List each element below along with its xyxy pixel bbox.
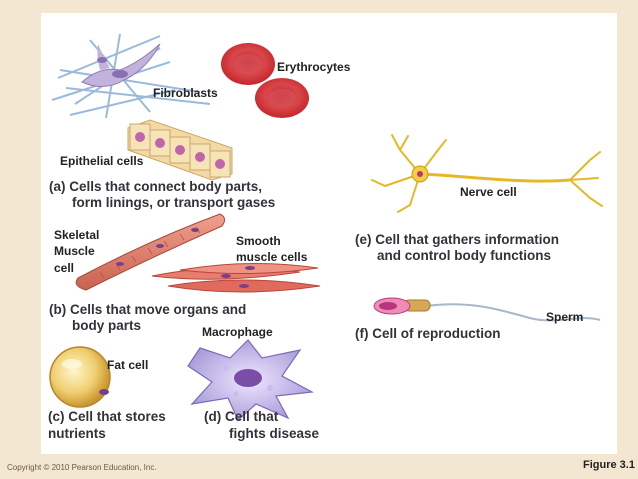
caption-a-line2: form linings, or transport gases	[72, 195, 276, 210]
macrophage-label: Macrophage	[202, 325, 273, 339]
fat-cell-label: Fat cell	[107, 358, 149, 372]
skeletal-muscle-label-line3: cell	[54, 261, 75, 275]
nerve-cell-illustration	[371, 134, 603, 213]
smooth-muscle-illustration	[151, 262, 321, 293]
erythrocytes-illustration	[221, 43, 309, 118]
sperm-label: Sperm	[546, 310, 584, 324]
figure-panel	[41, 13, 617, 454]
macrophage-illustration	[187, 339, 314, 421]
skeletal-muscle-illustration	[75, 213, 226, 291]
skeletal-muscle-label-line1: Skeletal	[54, 228, 100, 242]
fat-cell-illustration	[49, 346, 111, 408]
caption-e-line1: (e) Cell that gathers information	[355, 232, 560, 247]
figure-number: Figure 3.1	[583, 459, 635, 471]
skeletal-muscle-label-line2: Muscle	[54, 244, 95, 258]
epithelial-illustration	[127, 119, 233, 181]
fibroblasts-label: Fibroblasts	[153, 86, 218, 100]
erythrocytes-label: Erythrocytes	[277, 60, 351, 74]
fibroblasts-illustration	[51, 33, 211, 119]
caption-c-line2: nutrients	[48, 426, 106, 441]
nerve-cell-label: Nerve cell	[460, 185, 517, 199]
caption-b-line1: (b) Cells that move organs and	[49, 302, 247, 317]
copyright-notice: Copyright © 2010 Pearson Education, Inc.	[7, 463, 157, 472]
caption-f: (f) Cell of reproduction	[355, 326, 501, 341]
caption-d-line2: fights disease	[229, 426, 320, 441]
caption-d-line1: (d) Cell that	[204, 409, 279, 424]
caption-b-line2: body parts	[72, 318, 142, 333]
smooth-muscle-label-line1: Smooth	[236, 234, 281, 248]
caption-c-line1: (c) Cell that stores	[48, 409, 166, 424]
sperm-illustration	[373, 297, 601, 322]
caption-e-line2: and control body functions	[377, 248, 551, 263]
epithelial-label: Epithelial cells	[60, 154, 144, 168]
smooth-muscle-label-line2: muscle cells	[236, 250, 308, 264]
caption-a-line1: (a) Cells that connect body parts,	[49, 179, 263, 194]
